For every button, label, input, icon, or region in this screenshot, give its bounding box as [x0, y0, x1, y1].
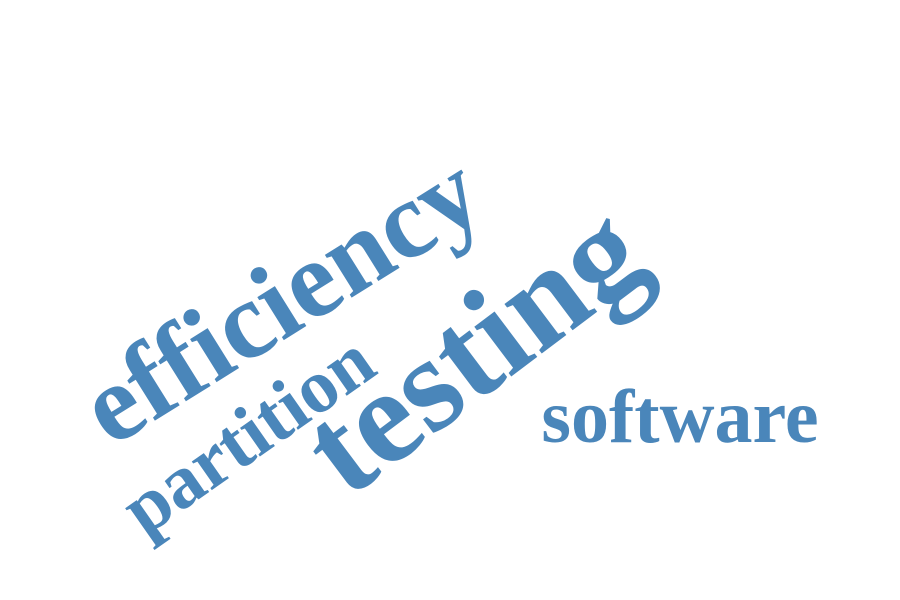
word-software: software: [541, 375, 818, 459]
